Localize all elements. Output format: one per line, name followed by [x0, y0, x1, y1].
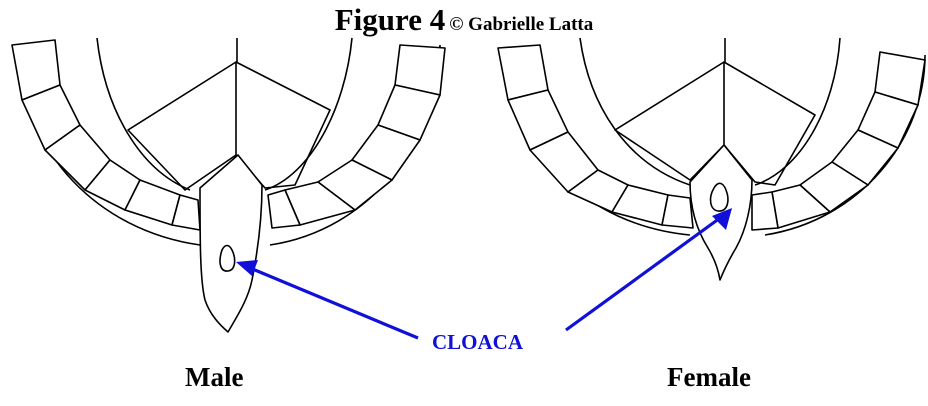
female-label: Female — [667, 362, 751, 392]
female-tail-diagram — [497, 37, 926, 281]
female-marginal-scutes-left — [497, 44, 694, 229]
male-tail — [199, 154, 263, 333]
figure-title-main: Figure 4 — [334, 2, 446, 37]
arrow-to-female-cloaca — [565, 216, 721, 332]
arrow-head-male — [236, 260, 258, 276]
male-tail-diagram — [11, 37, 446, 333]
male-plastron-curve-right — [264, 37, 353, 191]
cloaca-arrows — [236, 208, 732, 340]
arrow-to-male-cloaca — [249, 266, 419, 340]
arrow-head-female — [712, 208, 732, 230]
female-carapace-outer-arc-right — [764, 54, 926, 236]
figure-title: Figure 4 © Gabrielle Latta — [0, 2, 928, 38]
male-marginal-scutes-right — [267, 44, 446, 229]
cloaca-label: CLOACA — [432, 330, 524, 354]
female-marginal-scutes-right — [751, 51, 926, 231]
female-plastron-curve-left — [579, 37, 691, 186]
female-plastron-curve-right — [754, 37, 841, 186]
female-cloaca — [709, 182, 729, 212]
figure-credit: © Gabrielle Latta — [449, 14, 594, 35]
male-label: Male — [185, 362, 244, 392]
male-cloaca — [219, 244, 236, 272]
male-marginal-scutes-left — [11, 39, 201, 231]
male-plastron-curve-left — [96, 37, 191, 191]
